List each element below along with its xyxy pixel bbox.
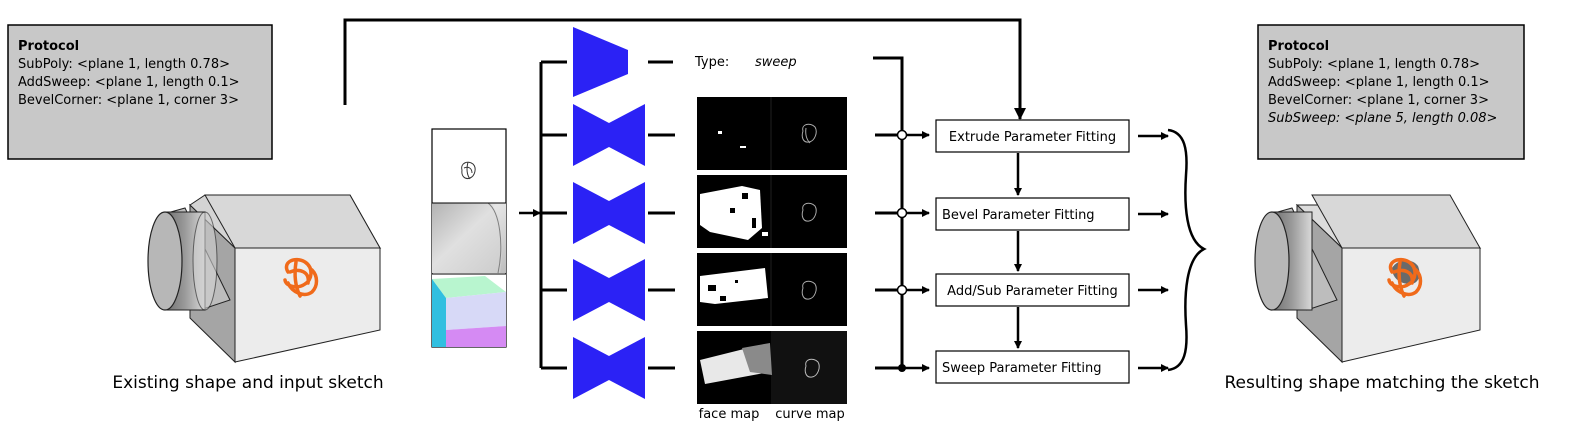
right-protocol-line: AddSweep: <plane 1, length 0.1>: [1268, 75, 1490, 90]
fitting-input-arrows: [902, 131, 930, 372]
unet-network-sweep: [573, 337, 645, 399]
left-protocol-box: Protocol SubPoly: <plane 1, length 0.78>…: [7, 24, 273, 160]
curve-map-label: curve map: [775, 407, 844, 422]
left-protocol-line: AddSweep: <plane 1, length 0.1>: [18, 75, 240, 90]
type-label: Type:: [694, 55, 729, 70]
right-protocol-new-line: SubSweep: <plane 5, length 0.08>: [1268, 111, 1497, 126]
protocol-to-extrude-arrow: [343, 18, 1026, 120]
normal-map: [432, 274, 506, 347]
depth-map: [432, 202, 506, 274]
fitting-box-bevel: Bevel Parameter Fitting: [935, 197, 1130, 231]
left-protocol-line: SubPoly: <plane 1, length 0.78>: [18, 57, 230, 72]
left-caption: Existing shape and input sketch: [112, 373, 383, 393]
map-pair-bevel: [697, 175, 847, 248]
classifier-network: [573, 27, 628, 97]
input-image-strip: [431, 128, 507, 348]
result-sketch: [1387, 257, 1423, 298]
right-protocol-line: SubPoly: <plane 1, length 0.78>: [1268, 57, 1480, 72]
fitting-box-addsub: Add/Sub Parameter Fitting: [935, 273, 1130, 307]
fitting-label: Bevel Parameter Fitting: [942, 208, 1095, 223]
fitting-box-sweep: Sweep Parameter Fitting: [935, 350, 1130, 384]
junction-dots: [896, 129, 908, 372]
network-output-lines: [648, 60, 675, 370]
resulting-shape: [1254, 194, 1482, 364]
face-map-label: face map: [699, 407, 760, 422]
fitting-label: Add/Sub Parameter Fitting: [947, 284, 1118, 299]
unet-network-extrude: [573, 104, 645, 166]
input-sketch: [283, 257, 319, 298]
sketch-thumbnail: [461, 161, 476, 180]
map-pair-addsub: [697, 253, 847, 326]
fitting-label: Extrude Parameter Fitting: [949, 130, 1116, 145]
left-protocol-title: Protocol: [18, 39, 79, 54]
map-pair-extrude: [697, 97, 847, 170]
branch-lines: [539, 60, 567, 370]
fitting-label: Sweep Parameter Fitting: [942, 361, 1101, 376]
right-protocol-line: BevelCorner: <plane 1, corner 3>: [1268, 93, 1489, 108]
right-caption: Resulting shape matching the sketch: [1224, 373, 1539, 393]
right-protocol-title: Protocol: [1268, 39, 1329, 54]
right-protocol-box: Protocol SubPoly: <plane 1, length 0.78>…: [1257, 24, 1525, 160]
unet-network-bevel: [573, 182, 645, 244]
map-pair-sweep: [697, 331, 847, 404]
fitting-box-extrude: Extrude Parameter Fitting: [935, 119, 1130, 153]
type-value: sweep: [755, 55, 797, 70]
left-protocol-line: BevelCorner: <plane 1, corner 3>: [18, 93, 239, 108]
unet-network-addsub: [573, 259, 645, 321]
existing-shape: [147, 194, 382, 364]
merge-brace: [1167, 128, 1207, 372]
fitting-output-arrows: [1138, 132, 1169, 372]
